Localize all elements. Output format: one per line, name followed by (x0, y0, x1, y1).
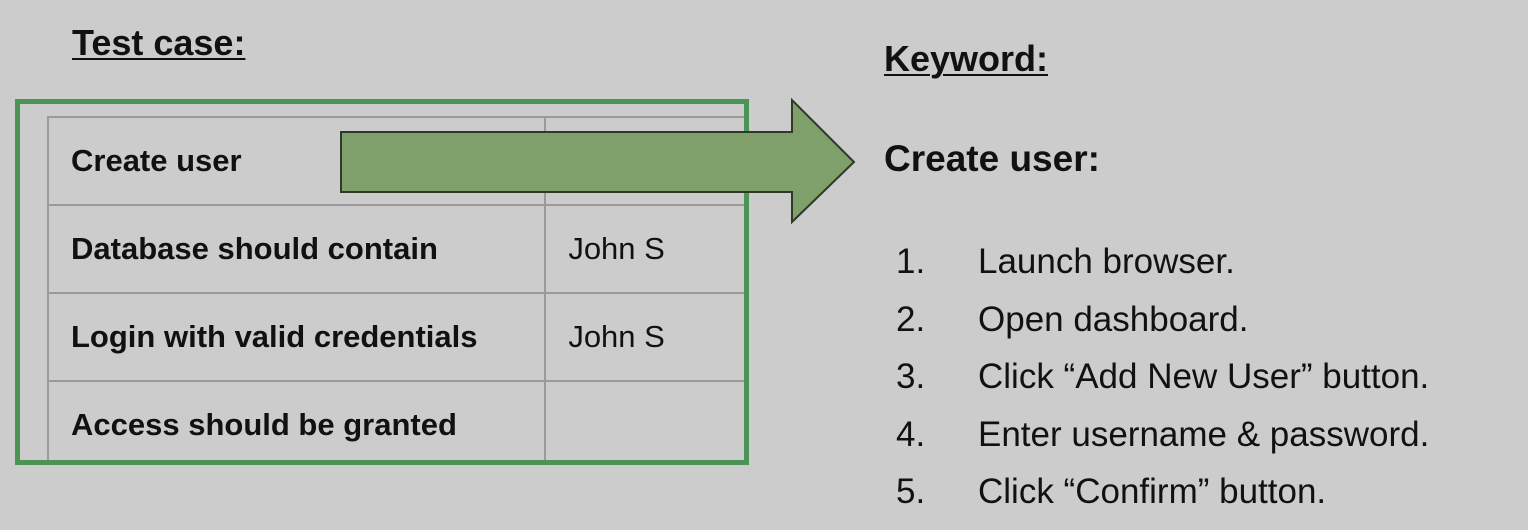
arrow-shape (340, 97, 856, 225)
steps-list: 1. Launch browser. 2. Open dashboard. 3.… (896, 238, 1429, 526)
keyword-heading: Keyword: (884, 38, 1049, 79)
table-cell-value: John S (544, 204, 746, 294)
list-item: 2. Open dashboard. (896, 296, 1429, 354)
list-item: 3. Click “Add New User” button. (896, 353, 1429, 411)
test-case-heading: Test case: (72, 22, 246, 63)
step-number: 4. (896, 414, 926, 454)
step-text: Open dashboard. (978, 299, 1249, 339)
table-cell-value: John S (544, 292, 746, 382)
step-number: 1. (896, 242, 926, 281)
table-row: Login with valid credentials John S (46, 292, 746, 382)
list-item: 1. Launch browser. (896, 238, 1429, 296)
keyword-title: Create user: (884, 138, 1100, 179)
table-row: Access should be granted (46, 380, 746, 462)
table-row: Database should contain John S (46, 204, 746, 294)
table-cell-label: Access should be granted (46, 380, 547, 462)
table-cell-label: Database should contain (46, 204, 547, 294)
step-number: 5. (896, 472, 926, 511)
step-text: Click “Add New User” button. (978, 357, 1430, 396)
table-cell-label: Login with valid credentials (46, 292, 547, 382)
step-text: Launch browser. (978, 242, 1235, 281)
step-number: 3. (896, 357, 926, 396)
list-item: 4. Enter username & password. (896, 411, 1429, 469)
step-text: Enter username & password. (978, 414, 1430, 454)
step-text: Click “Confirm” button. (978, 472, 1327, 511)
table-cell-value (544, 380, 746, 462)
list-item: 5. Click “Confirm” button. (896, 468, 1429, 526)
right-arrow-icon (340, 97, 856, 225)
step-number: 2. (896, 299, 926, 339)
highlight-frame (15, 99, 749, 465)
